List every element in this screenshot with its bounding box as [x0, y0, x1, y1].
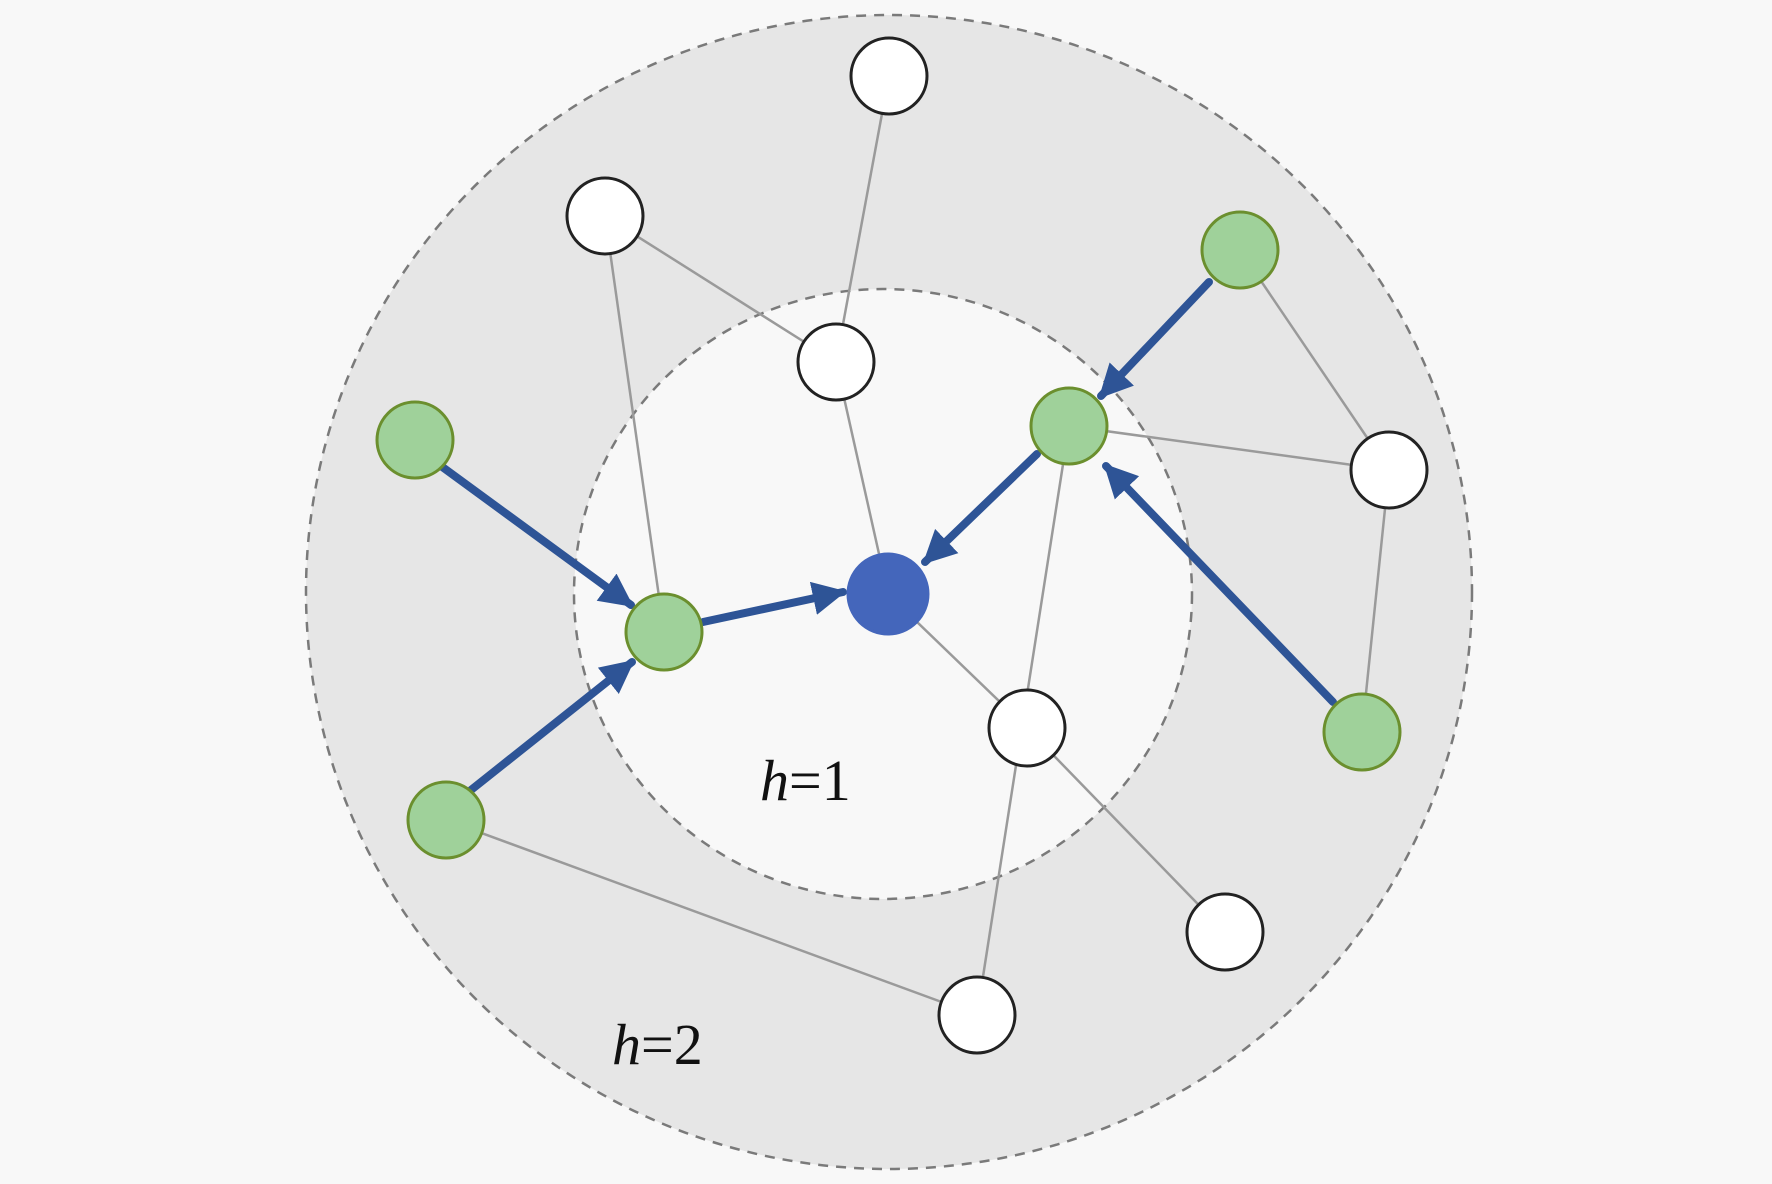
- plain-node: [849, 36, 929, 116]
- plain-node: [565, 176, 645, 256]
- plain-node: [1185, 892, 1265, 972]
- message-arrow: [437, 462, 635, 609]
- plain-node: [1349, 430, 1429, 510]
- edge: [445, 818, 978, 1017]
- message-arrow: [921, 450, 1041, 566]
- neighbor-node: [624, 592, 704, 672]
- plain-node: [987, 688, 1067, 768]
- neighbor-node: [406, 780, 486, 860]
- edge: [1068, 424, 1390, 472]
- neighbor-node: [1322, 692, 1402, 772]
- inner-hop-label: h=1: [760, 748, 851, 813]
- plain-node: [796, 322, 876, 402]
- edge: [1360, 469, 1391, 733]
- edge: [604, 214, 837, 364]
- edge: [834, 75, 891, 363]
- edge: [603, 215, 666, 633]
- nodes: [375, 36, 1429, 1055]
- message-arrow: [699, 581, 847, 626]
- message-arrow: [1102, 462, 1337, 706]
- message-arrow: [467, 658, 636, 794]
- message-arrow: [1097, 278, 1213, 400]
- target-node: [846, 552, 930, 636]
- neighbor-node: [375, 400, 455, 480]
- outer-hop-label: h=2: [612, 1012, 703, 1077]
- plain-node: [937, 975, 1017, 1055]
- edge: [1238, 249, 1391, 471]
- neighbor-node: [1200, 210, 1280, 290]
- edge: [1026, 727, 1226, 933]
- neighbor-node: [1029, 386, 1109, 466]
- message-arrows: [437, 278, 1337, 794]
